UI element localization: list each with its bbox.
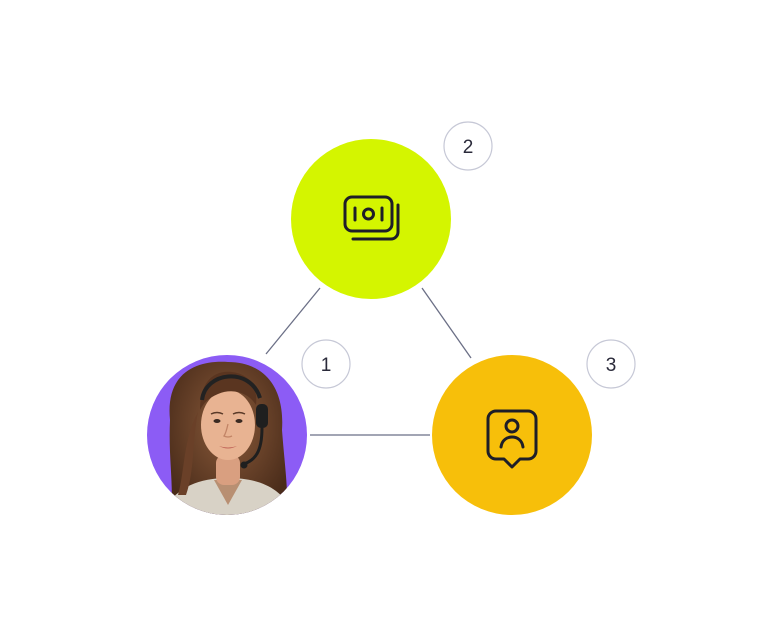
connector-agent-billing [265, 287, 321, 355]
node-agent [147, 355, 307, 515]
badge-2-label: 2 [463, 137, 474, 158]
badge-3: 3 [586, 339, 636, 389]
node-profile [432, 355, 592, 515]
badge-1: 1 [301, 339, 351, 389]
connector-billing-profile [421, 287, 472, 359]
node-billing [291, 139, 451, 299]
badge-3-label: 3 [606, 355, 617, 376]
banknotes-icon [343, 195, 400, 241]
badge-1-label: 1 [321, 355, 332, 376]
user-profile-pin-icon [486, 409, 538, 469]
badge-2: 2 [443, 121, 493, 171]
